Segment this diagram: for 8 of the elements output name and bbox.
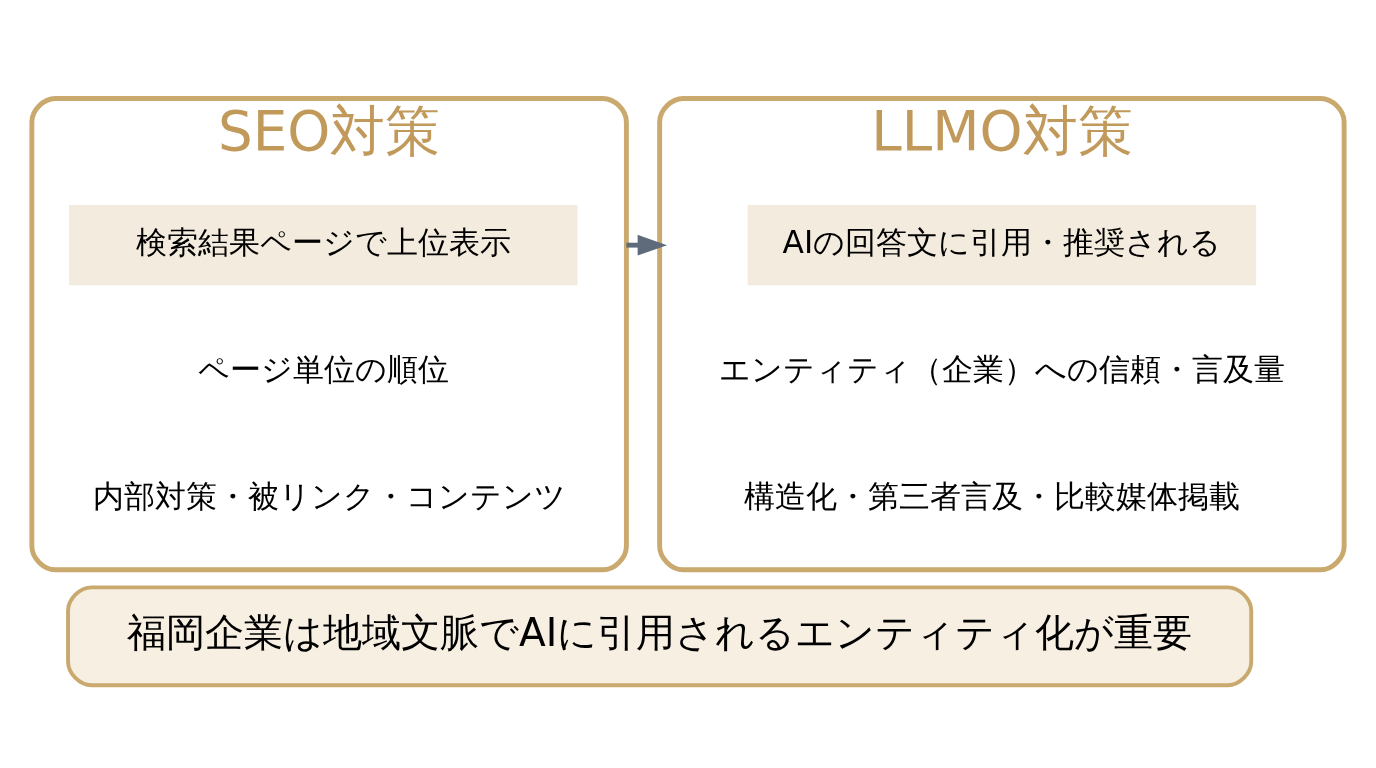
arrow (626, 234, 668, 256)
node-text: 構造化・第三者言及・比較媒体掲載 (744, 477, 1241, 514)
node-text: 内部対策・被リンク・コンテンツ (92, 477, 566, 514)
node-box: 検索結果ページで上位表示 (69, 205, 578, 286)
node-text: エンティティ（企業）への信頼・言及量 (718, 350, 1285, 387)
node-text: ページ単位の順位 (197, 350, 449, 387)
node-box: 福岡企業は地域文脈でAIに引用されるエンティティ化が重要 (66, 585, 1254, 688)
node-box: AIの回答文に引用・推奨される (747, 205, 1257, 286)
